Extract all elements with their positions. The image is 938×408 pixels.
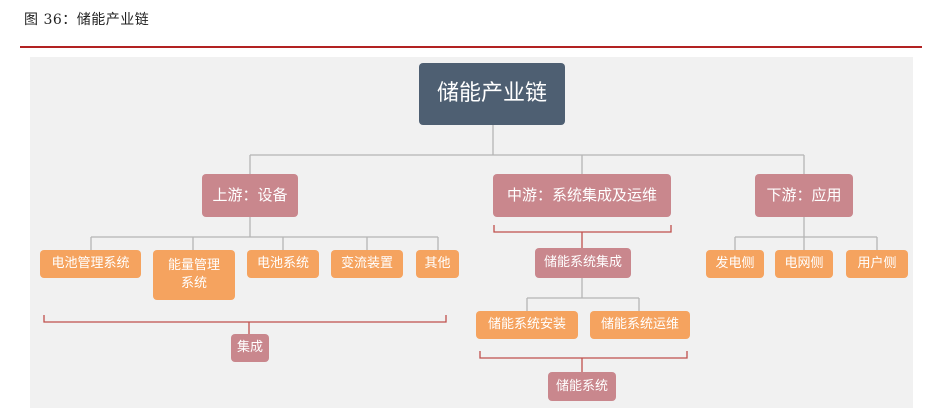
upstream-item-battery: 电池系统 bbox=[247, 250, 319, 278]
midstream-item-install: 储能系统安装 bbox=[476, 311, 578, 339]
integration-node: 储能系统集成 bbox=[535, 248, 631, 278]
upstream-item-bms: 电池管理系统 bbox=[40, 250, 141, 278]
upstream-group-node: 集成 bbox=[231, 334, 269, 362]
upstream-item-converter: 变流装置 bbox=[331, 250, 403, 278]
midstream-bracket bbox=[493, 225, 672, 233]
figure-caption: 图 36：储能产业链 bbox=[24, 12, 150, 28]
downstream-item-user: 用户侧 bbox=[846, 250, 908, 278]
industry-chain-diagram: 储能产业链 上游：设备 中游：系统集成及运维 下游：应用 电池管理系统 能量管理… bbox=[30, 57, 913, 408]
downstream-item-generation: 发电侧 bbox=[706, 250, 764, 278]
install-bracket bbox=[479, 351, 688, 359]
upstream-item-other: 其他 bbox=[416, 250, 459, 278]
connector-lines bbox=[43, 125, 878, 372]
root-node: 储能产业链 bbox=[419, 63, 565, 125]
caption-divider bbox=[20, 46, 922, 48]
midstream-node: 中游：系统集成及运维 bbox=[493, 174, 671, 217]
midstream-item-ops: 储能系统运维 bbox=[590, 311, 690, 339]
upstream-bracket bbox=[43, 315, 447, 323]
downstream-item-grid: 电网侧 bbox=[775, 250, 833, 278]
upstream-node: 上游：设备 bbox=[202, 174, 298, 217]
downstream-node: 下游：应用 bbox=[755, 174, 853, 217]
storage-system-node: 储能系统 bbox=[548, 372, 616, 401]
upstream-item-ems: 能量管理系统 bbox=[153, 250, 235, 300]
